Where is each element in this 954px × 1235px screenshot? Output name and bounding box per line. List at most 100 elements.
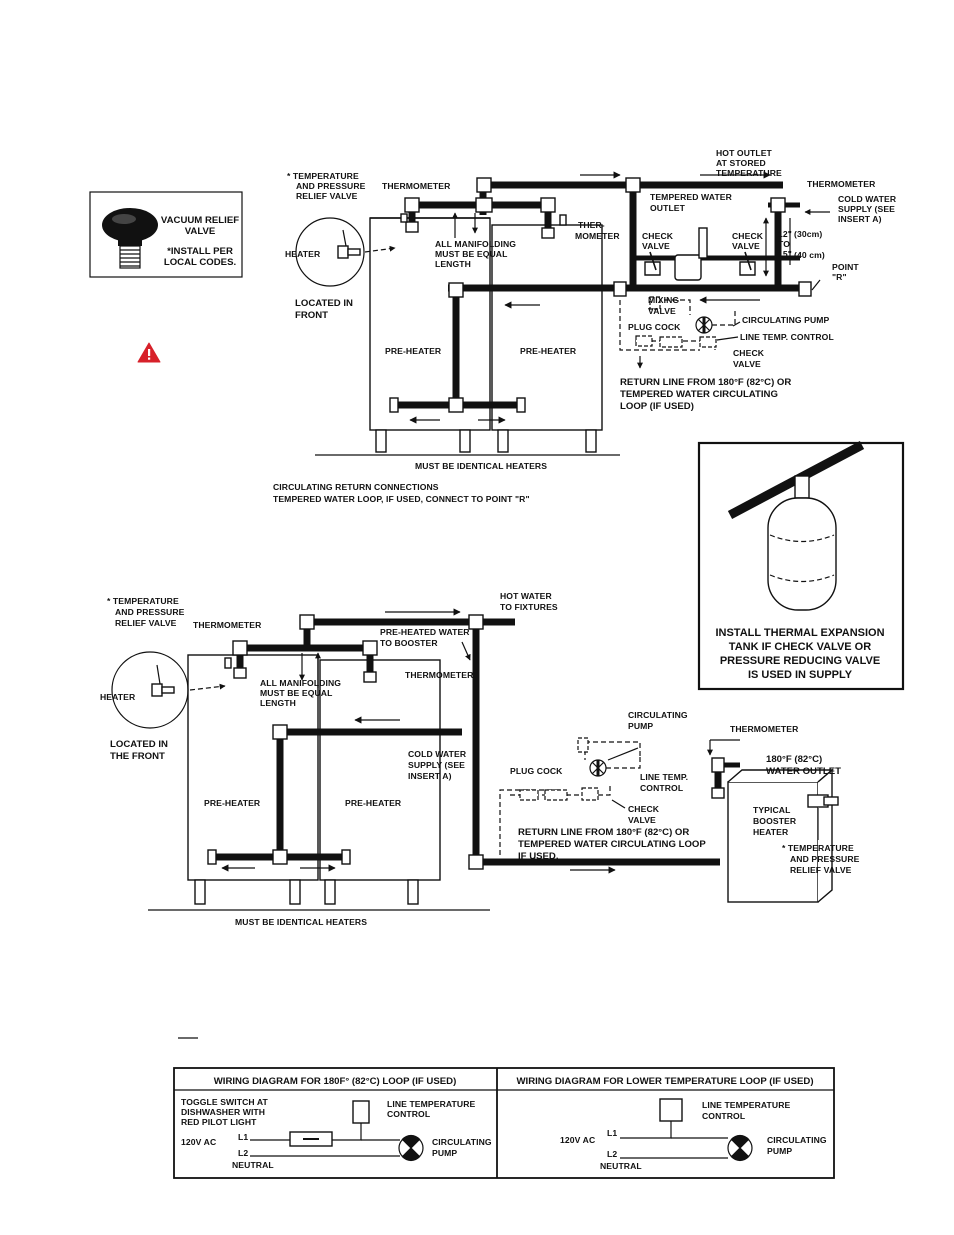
top-caption-1: CIRCULATING RETURN CONNECTIONS <box>273 482 439 492</box>
wiring-right-line-temp-2: CONTROL <box>702 1111 745 1121</box>
bottom-water-outlet-2: WATER OUTLET <box>766 766 841 777</box>
vacuum-relief-insert: VACUUM RELIEF VALVE *INSTALL PER LOCAL C… <box>89 191 243 278</box>
top-thermometer-mid-2: MOMETER <box>575 231 620 241</box>
bottom-return-line-3: IF USED. <box>518 851 559 862</box>
top-thermometer-right: THERMOMETER <box>807 179 876 189</box>
wiring-left-pump-icon <box>398 1134 424 1162</box>
wiring-diagrams: WIRING DIAGRAM FOR 180F° (82°C) LOOP (IF… <box>173 1067 835 1179</box>
top-located-front-1: LOCATED IN <box>295 298 353 309</box>
top-check-valve-2a: CHECK <box>732 231 764 241</box>
wiring-right-pump-1: CIRCULATING <box>767 1135 827 1145</box>
wiring-right-l1: L1 <box>607 1128 617 1138</box>
top-manifolding-1: ALL MANIFOLDING <box>435 239 516 249</box>
bottom-cold-supply-2: SUPPLY (SEE <box>408 760 465 770</box>
expansion-tank-icon <box>767 497 837 611</box>
top-diagram: * TEMPERATURE AND PRESSURE RELIEF VALVE … <box>273 148 897 504</box>
bottom-located-front-2: THE FRONT <box>110 751 165 762</box>
top-tempered-outlet-1: TEMPERED WATER <box>650 192 733 202</box>
bottom-return-line-2: TEMPERED WATER CIRCULATING LOOP <box>518 839 706 850</box>
top-line-temp: LINE TEMP. CONTROL <box>740 332 834 342</box>
expansion-text-3: PRESSURE REDUCING VALVE <box>720 655 880 667</box>
wiring-left-control-box <box>352 1100 370 1124</box>
top-tempered-outlet-2: OUTLET <box>650 203 686 213</box>
bottom-manifolding-3: LENGTH <box>260 698 296 708</box>
bottom-hot-water-1: HOT WATER <box>500 591 553 601</box>
top-circ-pump: CIRCULATING PUMP <box>742 315 830 325</box>
wiring-left-l1: L1 <box>238 1132 248 1142</box>
wiring-left-l2: L2 <box>238 1148 248 1158</box>
wiring-right-line-temp-1: LINE TEMPERATURE <box>702 1100 791 1110</box>
top-caption-2: TEMPERED WATER LOOP, IF USED, CONNECT TO… <box>273 494 530 504</box>
warning-triangle-icon <box>137 342 161 363</box>
top-check-valve-3a: CHECK <box>733 348 765 358</box>
bottom-pre-heater-1: PRE-HEATER <box>204 798 261 808</box>
bottom-booster-2: BOOSTER <box>753 816 797 826</box>
wiring-right-control-box <box>659 1098 683 1122</box>
expansion-text-1: INSTALL THERMAL EXPANSION <box>715 627 884 639</box>
top-plug-cock: PLUG COCK <box>628 322 681 332</box>
wiring-left-title: WIRING DIAGRAM FOR 180F° (82°C) LOOP (IF… <box>214 1076 457 1087</box>
bottom-manifolding-1: ALL MANIFOLDING <box>260 678 341 688</box>
wiring-right-l2: L2 <box>607 1149 617 1159</box>
bottom-identical: MUST BE IDENTICAL HEATERS <box>235 917 367 927</box>
bottom-pre-heater-tank-left <box>187 654 319 881</box>
vacuum-relief-valve-icon <box>102 208 158 269</box>
bottom-tp-valve-2: AND PRESSURE <box>115 607 185 617</box>
top-thermometer-left: THERMOMETER <box>382 181 451 191</box>
bottom-line-temp-1: LINE TEMP. <box>640 772 688 782</box>
bottom-pre-heater-tank-right <box>319 659 441 881</box>
wiring-right-pump-2: PUMP <box>767 1146 792 1156</box>
top-check-valve-3b: VALVE <box>733 359 761 369</box>
wiring-left-toggle-3: RED PILOT LIGHT <box>181 1117 257 1127</box>
bottom-tp-valve-1: * TEMPERATURE <box>107 596 179 606</box>
bottom-preheated-2: TO BOOSTER <box>380 638 438 648</box>
bottom-booster-1: TYPICAL <box>753 805 790 815</box>
top-check-valve-1a: CHECK <box>642 231 674 241</box>
bottom-circ-pump-1: CIRCULATING <box>628 710 688 720</box>
bottom-cold-supply-3: INSERT A) <box>408 771 452 781</box>
top-located-front-2: FRONT <box>295 310 328 321</box>
bottom-cold-supply-1: COLD WATER <box>408 749 467 759</box>
bottom-tp-right-1: * TEMPERATURE <box>782 843 854 853</box>
bottom-diagram: * TEMPERATURE AND PRESSURE RELIEF VALVE … <box>100 591 860 927</box>
top-tp-valve-2: AND PRESSURE <box>296 181 366 191</box>
top-cold-supply-2: SUPPLY (SEE <box>838 204 895 214</box>
vacuum-relief-title-1: VACUUM RELIEF <box>161 215 239 226</box>
expansion-text-2: TANK IF CHECK VALVE OR <box>729 641 871 653</box>
bottom-hot-water-2: TO FIXTURES <box>500 602 558 612</box>
wiring-right-ac: 120V AC <box>560 1135 595 1145</box>
bottom-check-valve-1: CHECK <box>628 804 660 814</box>
wiring-left-neutral: NEUTRAL <box>232 1160 274 1170</box>
top-manifolding-3: LENGTH <box>435 259 471 269</box>
bottom-tp-valve-inset <box>111 651 189 729</box>
bottom-check-valve-2: VALVE <box>628 815 656 825</box>
booster-heater-tank <box>727 781 819 903</box>
vacuum-relief-title-2: VALVE <box>185 226 216 237</box>
top-mixing-valve-1: MIXING <box>648 295 679 305</box>
top-return-line-1: RETURN LINE FROM 180°F (82°C) OR <box>620 377 791 388</box>
top-tp-valve-1: * TEMPERATURE <box>287 171 359 181</box>
top-check-valve-1b: VALVE <box>642 241 670 251</box>
bottom-circ-pump-2: PUMP <box>628 721 653 731</box>
bottom-booster-3: HEATER <box>753 827 789 837</box>
bottom-tp-right-3: RELIEF VALVE <box>790 865 852 875</box>
top-cold-supply-3: INSERT A) <box>838 214 882 224</box>
bottom-heater-label: HEATER <box>100 692 136 702</box>
wiring-right-pump-icon <box>727 1134 753 1162</box>
wiring-left-line-temp-2: CONTROL <box>387 1109 430 1119</box>
tp-valve-inset <box>295 217 365 287</box>
bottom-thermometer-left: THERMOMETER <box>193 620 262 630</box>
wiring-left-toggle-1: TOGGLE SWITCH AT <box>181 1097 269 1107</box>
top-check-valve-2b: VALVE <box>732 241 760 251</box>
top-identical: MUST BE IDENTICAL HEATERS <box>415 461 547 471</box>
bottom-manifolding-2: MUST BE EQUAL <box>260 688 332 698</box>
wiring-left-pump-1: CIRCULATING <box>432 1137 492 1147</box>
vacuum-relief-frame <box>89 191 243 278</box>
bottom-water-outlet-1: 180°F (82°C) <box>766 754 822 765</box>
vacuum-relief-note-2: LOCAL CODES. <box>164 257 236 268</box>
top-dim-to: TO <box>778 239 790 249</box>
bottom-located-front-1: LOCATED IN <box>110 739 168 750</box>
top-hot-outlet-2: AT STORED <box>716 158 766 168</box>
pre-heater-tank-right <box>491 224 603 431</box>
